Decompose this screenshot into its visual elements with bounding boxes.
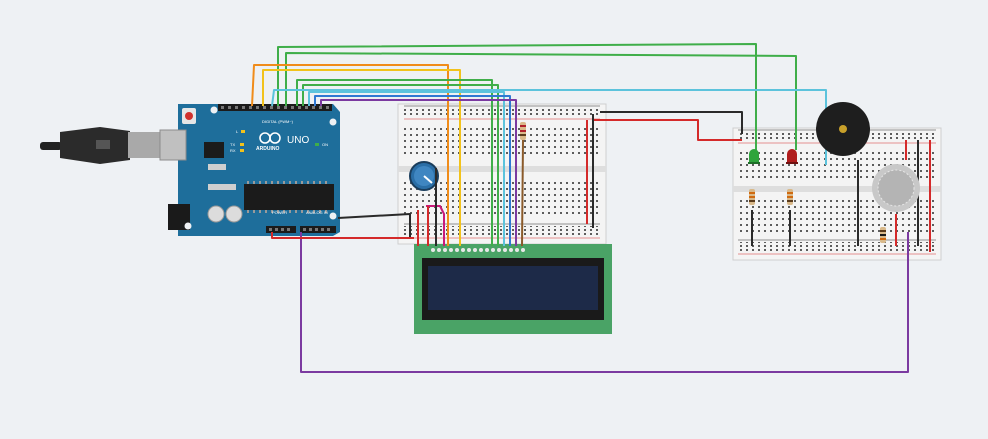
wire-green[interactable] [277, 43, 757, 150]
led-red[interactable] [786, 149, 798, 164]
resistor-lcd[interactable] [520, 122, 526, 140]
digital-header-label: DIGITAL (PWM~) [262, 119, 294, 124]
l-led [241, 130, 245, 133]
wire-orange[interactable] [251, 64, 449, 246]
resistor-red-led[interactable] [787, 189, 793, 205]
capacitor [225, 205, 243, 223]
arduino-logo-text: ARDUINO [256, 146, 279, 152]
capacitor [207, 205, 225, 223]
led-green-body [749, 149, 759, 163]
wire-magenta[interactable] [426, 205, 445, 246]
wire-green[interactable] [285, 52, 797, 150]
wire-brown[interactable] [521, 139, 524, 247]
wire-black[interactable] [600, 111, 743, 134]
power-jack [168, 204, 190, 230]
uno-brand-label: UNO [287, 135, 309, 146]
buzzer-center [839, 125, 847, 133]
led-red-body [787, 149, 797, 163]
on-led-label: ON [322, 142, 328, 147]
mounting-hole [210, 106, 218, 114]
usb-chip [204, 142, 224, 158]
arduino-logo: ARDUINO [256, 132, 281, 152]
wire-red[interactable] [594, 119, 742, 141]
atmega-chip [244, 184, 334, 210]
tx-label: TX [230, 142, 235, 147]
digital-header[interactable] [218, 104, 332, 111]
wire-green[interactable] [296, 79, 493, 246]
lcd-16x2-display[interactable] [414, 244, 612, 334]
mounting-hole [329, 118, 337, 126]
analog-header-label: ANALOG IN [306, 210, 328, 215]
wire-cyan[interactable] [308, 91, 505, 246]
wire-green[interactable] [302, 84, 499, 246]
rx-led [240, 149, 244, 152]
center-channel [733, 186, 941, 192]
wire-black[interactable] [337, 213, 411, 238]
l-led-label: L [236, 129, 239, 134]
wire-blue[interactable] [314, 95, 511, 246]
power-header-label: POWER [272, 210, 287, 215]
power-rail-bottom[interactable] [738, 242, 936, 251]
led-green[interactable] [748, 149, 760, 164]
gas-sensor[interactable] [872, 164, 920, 212]
mounting-hole [184, 222, 192, 230]
reset-button[interactable] [185, 112, 193, 120]
arduino-pcb [178, 104, 340, 236]
on-led [315, 143, 319, 146]
wire-purple[interactable] [320, 99, 517, 246]
rx-label: RX [230, 148, 236, 153]
crystal [208, 164, 226, 170]
piezo-buzzer[interactable] [816, 102, 870, 156]
wire-yellow[interactable] [262, 69, 461, 246]
resistor-green-led[interactable] [749, 189, 755, 205]
usb-port [159, 129, 187, 161]
power-rail-bottom[interactable] [404, 226, 600, 235]
gas-sensor-mesh [878, 170, 914, 206]
lcd-pin-header[interactable] [431, 248, 525, 252]
arduino-uno-board[interactable]: DIGITAL (PWM~) ARDUINO UNO L TX RX ON [159, 104, 340, 236]
wire-purple[interactable] [300, 232, 909, 373]
potentiometer[interactable] [409, 161, 439, 191]
terminal-strip-upper[interactable] [404, 124, 600, 156]
mounting-hole [329, 212, 337, 220]
resistor-sensor[interactable] [880, 227, 886, 243]
voltage-regulator [208, 184, 236, 190]
wire-red[interactable] [271, 232, 414, 239]
center-channel [398, 166, 606, 172]
lcd-screen [428, 266, 598, 310]
tx-led [240, 143, 244, 146]
wires [251, 43, 931, 373]
power-rail-top[interactable] [404, 108, 600, 117]
